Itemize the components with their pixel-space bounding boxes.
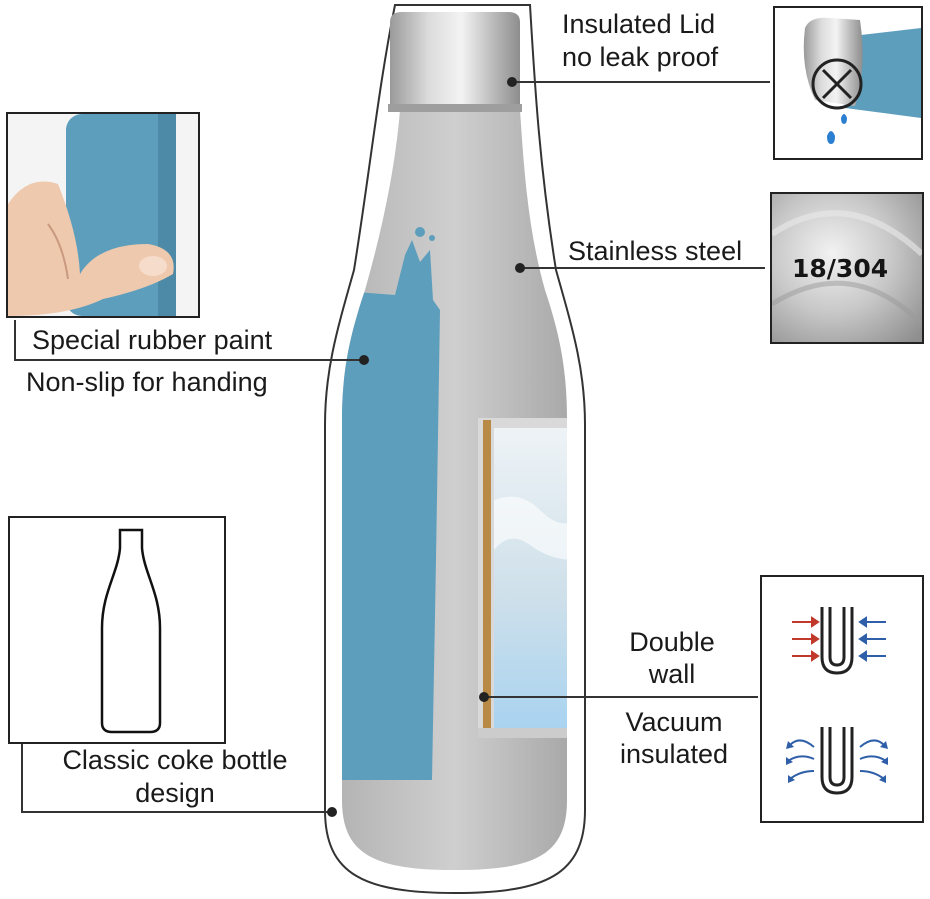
hand-grip-inset — [6, 112, 200, 318]
bottle-body — [342, 110, 567, 870]
double-wall-icon — [786, 607, 888, 795]
steel-grade: 18/304 — [792, 254, 889, 283]
wall-label-line2: wall — [648, 659, 696, 689]
rubber-label-line2: Non-slip for handing — [26, 367, 268, 397]
lid-label-line1: Insulated Lid — [562, 9, 716, 39]
callout-rubber — [14, 320, 364, 361]
rubber-label-line1: Special rubber paint — [32, 325, 273, 355]
wall-label-line1: Double — [629, 627, 715, 657]
callout-lines — [14, 81, 770, 813]
callout-lid-dot — [507, 77, 517, 87]
shape-label-line1: Classic coke bottle — [62, 745, 288, 775]
callout-shape-dot — [327, 807, 337, 817]
rubber-paint-area — [342, 240, 440, 780]
vacuum-label-line1: Vacuum — [625, 707, 723, 737]
callout-wall-dot — [479, 692, 489, 702]
lid-label-line2: no leak proof — [562, 42, 719, 72]
bottle-cap — [388, 12, 522, 112]
steel-texture-icon — [772, 194, 922, 342]
no-leak-inset — [773, 6, 923, 160]
hand-grip-icon — [8, 114, 176, 316]
vacuum-icon — [786, 727, 888, 795]
callout-rubber-dot — [359, 355, 369, 365]
no-leak-icon — [803, 17, 921, 144]
callout-shape — [21, 742, 332, 813]
steel-label: Stainless steel — [568, 236, 743, 266]
vacuum-label-line2: insulated — [619, 739, 729, 769]
double-wall-inset — [760, 575, 924, 823]
bottle-shape-inset — [8, 516, 226, 744]
bottle-outline-icon — [100, 528, 162, 734]
shape-label-line2: design — [135, 778, 215, 808]
steel-texture-inset: 18/304 — [770, 192, 924, 344]
callout-steel-dot — [515, 263, 525, 273]
